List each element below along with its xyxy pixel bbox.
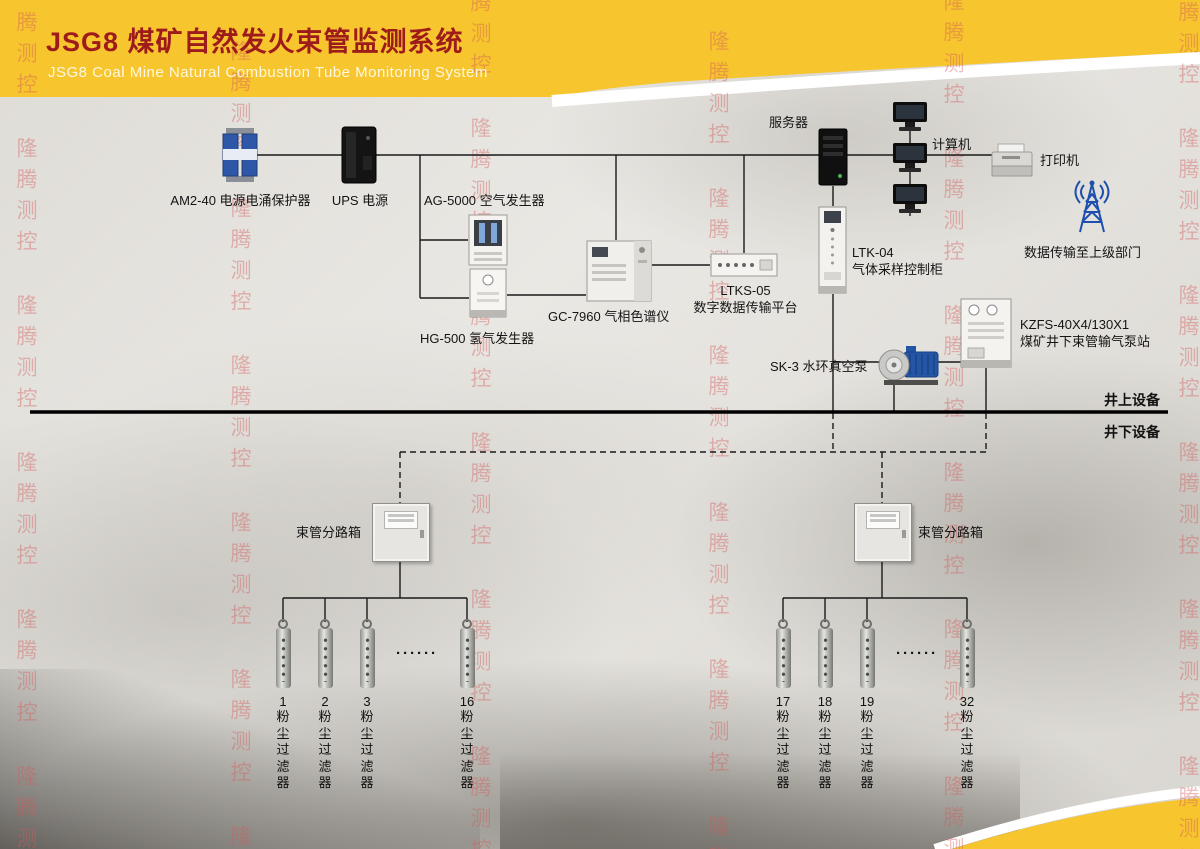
filter-name-vertical: 粉尘过滤器 [776, 709, 790, 790]
filter-name-vertical: 粉尘过滤器 [360, 709, 374, 790]
ellipsis-right: ······ [896, 645, 938, 662]
filter-cylinder-icon [859, 628, 875, 688]
air-generator-label: AG-5000 空气发生器 [424, 193, 545, 208]
branch-box-plate [866, 511, 900, 529]
ups-icon [340, 126, 378, 189]
sampling-cabinet-label: LTK-04 气体采样控制柜 [852, 244, 943, 278]
wire-generators [419, 155, 469, 299]
filter-name-vertical: 粉尘过滤器 [960, 709, 974, 790]
dust-filter-17: 17 粉尘过滤器 [762, 628, 804, 792]
filter-number: 3 [363, 694, 371, 709]
filter-number: 19 [859, 694, 875, 709]
dust-filter-2: 2 粉尘过滤器 [304, 628, 346, 792]
page-title: JSG8 煤矿自然发火束管监测系统 [46, 27, 464, 57]
surface-equipment-label: 井上设备 [1104, 392, 1160, 408]
filter-number: 32 [959, 694, 975, 709]
transmission-platform-name: 数字数据传输平台 [693, 300, 798, 315]
filter-name-vertical: 粉尘过滤器 [818, 709, 832, 790]
terrain-shadow-mid [500, 729, 1020, 849]
ups-label: UPS 电源 [331, 193, 389, 208]
pump-station-icon [960, 298, 1012, 373]
antenna-icon [1070, 176, 1114, 241]
dust-filter-16: 16 粉尘过滤器 [446, 628, 488, 792]
filter-number: 16 [459, 694, 475, 709]
transmission-platform-icon [710, 253, 778, 282]
wire-right-filters [782, 597, 968, 622]
sampling-cabinet-model: LTK-04 [852, 245, 894, 260]
filter-cylinder-icon [317, 628, 333, 688]
chromatograph-label: GC-7960 气相色谱仪 [548, 309, 670, 324]
hydrogen-generator-label: HG-500 氢气发生器 [420, 331, 535, 346]
filter-name-vertical: 粉尘过滤器 [460, 709, 474, 790]
computer-label: 计算机 [932, 137, 972, 152]
terrain-shadow-left [0, 669, 480, 849]
printer-label: 打印机 [1040, 153, 1080, 168]
sampling-cabinet-name: 气体采样控制柜 [852, 262, 944, 277]
filter-cylinder-icon [959, 628, 975, 688]
server-label: 服务器 [769, 115, 809, 130]
filter-number: 2 [321, 694, 329, 709]
page-subtitle: JSG8 Coal Mine Natural Combustion Tube M… [48, 64, 488, 81]
header-white-swoosh [551, 52, 1200, 107]
dust-filter-1: 1 粉尘过滤器 [262, 628, 304, 792]
pump-station-model: KZFS-40X4/130X1 [1020, 317, 1130, 332]
branch-box-right-icon [854, 503, 912, 562]
footer-white-swoosh [933, 786, 1200, 849]
ellipsis-left: ······ [396, 645, 438, 662]
filter-name-vertical: 粉尘过滤器 [276, 709, 290, 790]
sampling-cabinet-icon [818, 206, 847, 299]
chromatograph-icon [586, 240, 652, 307]
surge-protector-label: AM2-40 电源电涌保护器 [170, 193, 311, 208]
filter-number: 18 [817, 694, 833, 709]
dust-filter-18: 18 粉尘过滤器 [804, 628, 846, 792]
underground-equipment-label: 井下设备 [1104, 424, 1160, 440]
filter-cylinder-icon [275, 628, 291, 688]
filter-number: 17 [775, 694, 791, 709]
branch-box-right-label: 束管分路箱 [918, 525, 984, 540]
transmission-platform-model: LTKS-05 [720, 283, 771, 298]
printer-icon [990, 142, 1034, 185]
pump-station-name: 煤矿井下束管输气泵站 [1020, 334, 1151, 349]
filter-name-vertical: 粉尘过滤器 [318, 709, 332, 790]
surge-protector-icon [222, 128, 258, 187]
footer-yellow-wedge [933, 786, 1200, 849]
filter-cylinder-icon [359, 628, 375, 688]
filter-cylinder-icon [775, 628, 791, 688]
branch-box-left-label: 束管分路箱 [296, 525, 362, 540]
filter-cylinder-icon [817, 628, 833, 688]
header-band-shape [0, 0, 1200, 97]
dust-filter-32: 32 粉尘过滤器 [946, 628, 988, 792]
air-generator-icon [468, 214, 508, 271]
wire-cabinet-down [832, 294, 879, 411]
footer-wedge-shape [952, 798, 1200, 849]
dust-filter-19: 19 粉尘过滤器 [846, 628, 888, 792]
pump-station-label: KZFS-40X4/130X1 煤矿井下束管输气泵站 [1020, 316, 1150, 350]
filter-cylinder-icon [459, 628, 475, 688]
computers-icon [891, 100, 929, 223]
vacuum-pump-label: SK-3 水环真空泵 [770, 359, 868, 374]
vacuum-pump-icon [876, 340, 944, 393]
branch-box-latch [902, 530, 906, 538]
branch-box-left-icon [372, 503, 430, 562]
filter-number: 1 [279, 694, 287, 709]
transmission-platform-label: LTKS-05 数字数据传输平台 [683, 282, 808, 316]
server-icon [818, 128, 848, 191]
hydrogen-generator-icon [469, 268, 507, 323]
header-yellow-band [0, 0, 1200, 107]
wire-left-filters [282, 597, 468, 622]
branch-box-latch [420, 530, 424, 538]
dust-filter-3: 3 粉尘过滤器 [346, 628, 388, 792]
branch-box-plate [384, 511, 418, 529]
antenna-caption: 数据传输至上级部门 [1024, 245, 1142, 260]
filter-name-vertical: 粉尘过滤器 [860, 709, 874, 790]
